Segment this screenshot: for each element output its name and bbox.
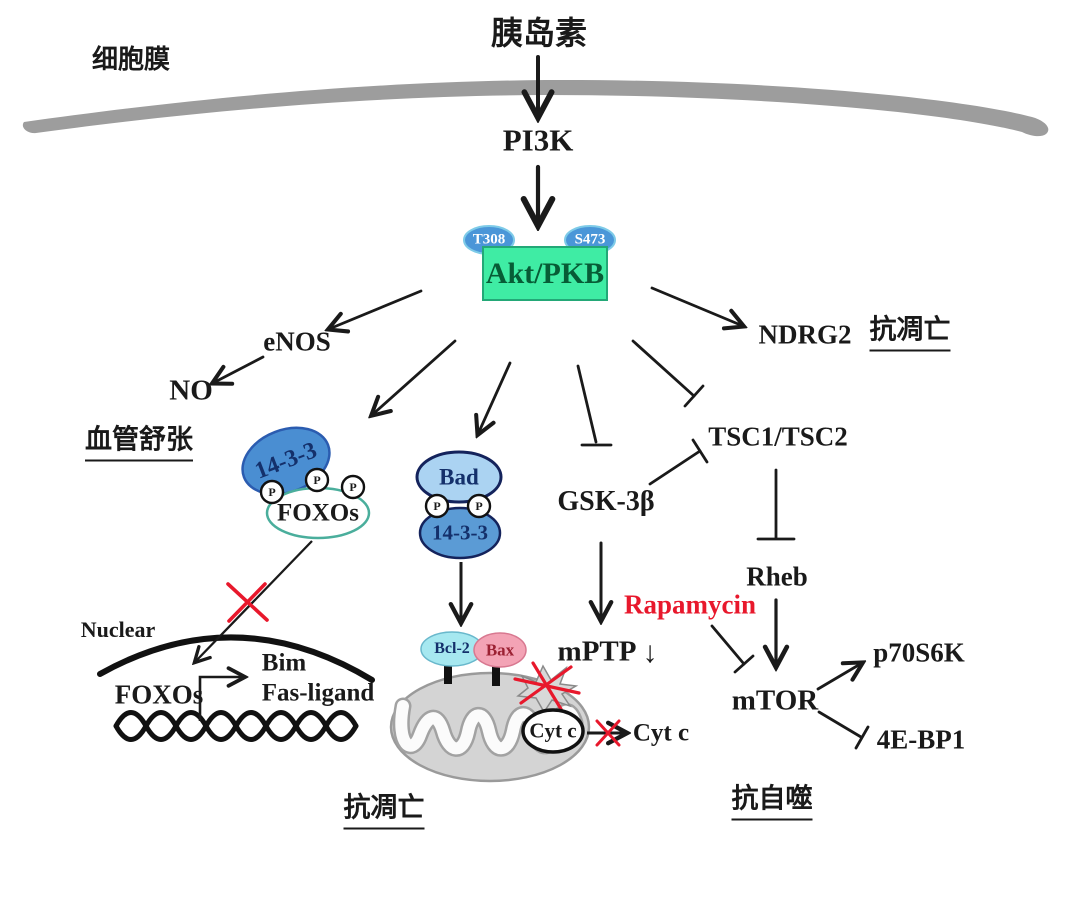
- red-x-icon: [513, 661, 581, 711]
- mtor-label: mTOR: [731, 684, 819, 717]
- anti-apoptosis-bottom-label: 抗凋亡: [343, 794, 425, 830]
- bad-14-3-3-ellipse: [418, 506, 502, 560]
- arrow-foxos-to-nucleus: [195, 540, 313, 662]
- nucleus: [97, 540, 375, 742]
- akt-label: Akt/PKB: [485, 257, 605, 290]
- cytc-released-label: Cyt c: [632, 719, 690, 747]
- cell-membrane-label: 细胞膜: [91, 45, 171, 74]
- arrow-mtor-to-p70s6k: [816, 663, 862, 691]
- red-x-icon: [226, 582, 269, 623]
- ndrg2-label: NDRG2: [758, 319, 852, 350]
- bax-stalk: [492, 656, 500, 686]
- foxos-complex: [241, 426, 371, 540]
- bim-label: Bim: [261, 649, 307, 677]
- red-x-icon: [595, 719, 621, 747]
- phospho-circle: [340, 474, 366, 500]
- bax-ellipse: [473, 632, 527, 668]
- nuclear-foxos-label: FOXOs: [114, 679, 204, 710]
- anti-apoptosis-right-label: 抗凋亡: [869, 316, 951, 352]
- inhibit-akt-to-gsk3b: [576, 364, 613, 447]
- cell-membrane-band: [22, 79, 1049, 137]
- mptp-label: mPTP: [557, 635, 637, 668]
- bcl2-label: Bcl-2: [434, 640, 470, 657]
- fas-ligand-label: Fas-ligand: [261, 679, 375, 707]
- phospho-circle: [466, 493, 492, 519]
- bad-complex: [415, 450, 503, 622]
- akt-node: [463, 225, 616, 301]
- rheb-label: Rheb: [746, 561, 808, 592]
- phospho-label: P: [433, 499, 441, 513]
- arrow-enos-to-no: [213, 355, 265, 383]
- inhibit-gsk3b-to-tsc: [648, 438, 709, 486]
- inhibit-tsc-to-rheb: [756, 468, 796, 541]
- arrow-akt-to-enos: [329, 289, 423, 329]
- bad-ellipse: [415, 450, 503, 504]
- nuclear-label: Nuclear: [80, 617, 156, 642]
- cytc-ellipse: [521, 708, 585, 754]
- t308-label: T308: [472, 231, 506, 248]
- bcl2-stalk: [444, 656, 452, 684]
- phospho-circle: [259, 479, 285, 505]
- pi3k-label: PI3K: [502, 122, 574, 158]
- mitochondrion: [389, 631, 626, 783]
- no-label: NO: [169, 374, 213, 407]
- phospho-circle: [304, 467, 330, 493]
- phospho-label: P: [349, 480, 357, 494]
- akt-box: [482, 246, 608, 301]
- nuclear-membrane-arc: [97, 634, 375, 683]
- phospho-label: P: [475, 499, 483, 513]
- vasodilation-label: 血管舒张: [85, 426, 193, 462]
- rapamycin-label: Rapamycin: [623, 589, 757, 620]
- phospho-circle: [424, 493, 450, 519]
- phospho-label: P: [313, 473, 321, 487]
- dna-helix: [113, 710, 359, 742]
- p70s6k-label: p70S6K: [873, 637, 965, 668]
- bad-14-3-3-label: 14-3-3: [432, 520, 488, 545]
- cytc-inner-label: Cyt c: [529, 718, 577, 743]
- arrow-akt-to-ndrg2: [650, 286, 743, 326]
- anti-autophagy-label: 抗自噬: [731, 785, 813, 821]
- 4e-bp1-label: 4E-BP1: [876, 724, 966, 755]
- transcription-arrow: [198, 677, 244, 721]
- bad-label: Bad: [439, 464, 479, 490]
- enos-label: eNOS: [263, 326, 331, 357]
- foxos-label: FOXOs: [277, 499, 359, 527]
- phospho-label: P: [268, 485, 276, 499]
- tsc1-tsc2-label: TSC1/TSC2: [708, 421, 848, 452]
- inhibit-akt-to-tsc: [631, 339, 705, 408]
- insulin-label: 胰岛素: [490, 15, 588, 51]
- arrow-akt-to-bad: [478, 361, 512, 434]
- arrow-akt-to-14-3-3: [372, 339, 457, 415]
- inhibit-mtor-to-4ebp1: [817, 710, 870, 750]
- s473-label: S473: [574, 231, 606, 248]
- inhibit-rapamycin-to-mtor: [710, 624, 755, 674]
- bax-label: Bax: [485, 640, 515, 660]
- mptp-decrease-arrow: ↓: [642, 636, 658, 669]
- gsk3b-label: GSK-3β: [557, 486, 655, 517]
